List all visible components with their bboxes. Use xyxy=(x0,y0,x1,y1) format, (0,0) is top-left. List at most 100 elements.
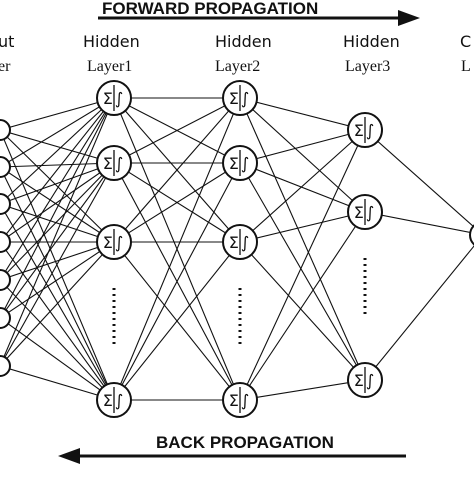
neuron-circle-icon xyxy=(469,224,474,246)
connection-hidden3-0-to-output-0 xyxy=(364,129,474,228)
input-neuron-2 xyxy=(0,156,11,178)
neuron-circle-icon xyxy=(0,119,11,141)
connection-input-0-to-hidden1-1 xyxy=(0,129,115,164)
hidden2-title: Hidden xyxy=(215,32,272,51)
connection-input-1-to-hidden1-1 xyxy=(0,162,115,168)
input-layer-subtitle: er xyxy=(0,58,11,75)
connection-input-5-to-hidden1-0 xyxy=(0,97,115,319)
sigma-integral-symbol: Σ∫ xyxy=(229,391,251,410)
input-neuron-4 xyxy=(0,231,11,253)
input-neuron-5 xyxy=(0,269,11,291)
sigma-integral-symbol: Σ∫ xyxy=(354,371,376,390)
connection-input-5-to-hidden1-1 xyxy=(0,162,115,319)
connection-input-1-to-hidden1-2 xyxy=(0,166,115,243)
connection-hidden3-1-to-output-0 xyxy=(364,211,474,234)
sigma-integral-symbol: Σ∫ xyxy=(103,391,125,410)
neurons: Σ∫ Σ∫ Σ∫ Σ∫ Σ∫ Σ∫ Σ∫ Σ∫ Σ∫ Σ∫ Σ∫ xyxy=(0,80,474,418)
hidden1-title: Hidden xyxy=(83,32,140,51)
hidden2-neuron-2: Σ∫ xyxy=(222,145,258,181)
output-layer-title: C xyxy=(460,32,471,51)
connection-input-6-to-hidden1-0 xyxy=(0,97,115,367)
connection-hidden2-1-to-hidden3-0 xyxy=(239,129,366,164)
connection-hidden1-2-to-hidden2-1 xyxy=(113,162,241,243)
connection-input-0-to-hidden1-0 xyxy=(0,97,115,131)
neuron-circle-icon xyxy=(0,307,11,329)
hidden1-neuron-1: Σ∫ xyxy=(96,80,132,116)
connection-input-1-to-hidden1-3 xyxy=(0,166,115,401)
hidden3-neuron-1: Σ∫ xyxy=(347,112,383,148)
sigma-integral-symbol: Σ∫ xyxy=(103,154,125,173)
connection-hidden2-3-to-hidden3-2 xyxy=(239,379,366,401)
input-neuron-7 xyxy=(0,355,11,377)
connection-input-2-to-hidden1-3 xyxy=(0,203,115,401)
connection-hidden2-2-to-hidden3-2 xyxy=(239,241,366,381)
back-propagation-arrow: BACK PROPAGATION xyxy=(58,433,406,464)
forward-propagation-label: FORWARD PROPAGATION xyxy=(102,0,318,18)
neuron-circle-icon xyxy=(0,231,11,253)
hidden2-neuron-3: Σ∫ xyxy=(222,224,258,260)
neuron-circle-icon xyxy=(0,269,11,291)
connections xyxy=(0,97,474,401)
neuron-circle-icon xyxy=(0,193,11,215)
connection-hidden1-1-to-hidden2-0 xyxy=(113,97,241,164)
hidden2-neuron-4: Σ∫ xyxy=(222,382,258,418)
neuron-circle-icon xyxy=(0,156,11,178)
forward-arrow-head-icon xyxy=(398,10,420,26)
connection-input-6-to-hidden1-2 xyxy=(0,241,115,367)
connection-input-3-to-hidden1-1 xyxy=(0,162,115,243)
connection-input-0-to-hidden1-2 xyxy=(0,129,115,243)
connection-hidden1-3-to-hidden2-2 xyxy=(113,241,241,401)
hidden1-neuron-2: Σ∫ xyxy=(96,145,132,181)
connection-hidden2-2-to-hidden3-0 xyxy=(239,129,366,243)
connection-hidden2-3-to-hidden3-0 xyxy=(239,129,366,401)
connection-input-6-to-hidden1-1 xyxy=(0,162,115,367)
sigma-integral-symbol: Σ∫ xyxy=(354,203,376,222)
connection-hidden2-2-to-hidden3-1 xyxy=(239,211,366,243)
hidden1-neuron-3: Σ∫ xyxy=(96,224,132,260)
back-arrow-head-icon xyxy=(58,448,80,464)
connection-input-3-to-hidden1-3 xyxy=(0,241,115,401)
connection-input-5-to-hidden1-2 xyxy=(0,241,115,319)
back-propagation-label: BACK PROPAGATION xyxy=(156,433,334,452)
hidden3-title: Hidden xyxy=(343,32,400,51)
hidden3-subtitle: Layer3 xyxy=(345,58,390,75)
connection-hidden1-2-to-hidden2-0 xyxy=(113,97,241,243)
input-neuron-1 xyxy=(0,119,11,141)
connection-input-4-to-hidden1-0 xyxy=(0,97,115,281)
connection-hidden2-0-to-hidden3-1 xyxy=(239,97,366,213)
sigma-integral-symbol: Σ∫ xyxy=(229,154,251,173)
hidden1-subtitle: Layer1 xyxy=(87,58,132,75)
connection-input-1-to-hidden1-0 xyxy=(0,97,115,168)
connection-input-2-to-hidden1-0 xyxy=(0,97,115,205)
ellipsis-dots xyxy=(112,258,367,344)
sigma-integral-symbol: Σ∫ xyxy=(229,89,251,108)
connection-hidden2-1-to-hidden3-2 xyxy=(239,162,366,381)
connection-input-4-to-hidden1-1 xyxy=(0,162,115,281)
hidden3-neuron-2: Σ∫ xyxy=(347,194,383,230)
neuron-circle-icon xyxy=(0,355,11,377)
forward-propagation-arrow: FORWARD PROPAGATION xyxy=(98,0,420,26)
connection-hidden1-3-to-hidden2-1 xyxy=(113,162,241,401)
output-layer-subtitle: L xyxy=(461,58,471,75)
input-layer-title: ut xyxy=(0,32,14,51)
input-neuron-6 xyxy=(0,307,11,329)
sigma-integral-symbol: Σ∫ xyxy=(229,233,251,252)
connection-hidden2-1-to-hidden3-1 xyxy=(239,162,366,213)
connection-hidden1-3-to-hidden2-0 xyxy=(113,97,241,401)
connection-input-4-to-hidden1-2 xyxy=(0,241,115,281)
connection-hidden3-2-to-output-0 xyxy=(364,245,474,381)
connection-hidden2-0-to-hidden3-0 xyxy=(239,97,366,131)
hidden1-neuron-4: Σ∫ xyxy=(96,382,132,418)
input-neuron-3 xyxy=(0,193,11,215)
connection-hidden2-0-to-hidden3-2 xyxy=(239,97,366,381)
connection-input-3-to-hidden1-0 xyxy=(0,97,115,243)
connection-input-4-to-hidden1-3 xyxy=(0,279,115,401)
sigma-integral-symbol: Σ∫ xyxy=(103,89,125,108)
hidden2-neuron-1: Σ∫ xyxy=(222,80,258,116)
connection-input-6-to-hidden1-3 xyxy=(0,365,115,401)
hidden2-subtitle: Layer2 xyxy=(215,58,260,75)
sigma-integral-symbol: Σ∫ xyxy=(103,233,125,252)
output-neuron-1 xyxy=(469,224,474,246)
